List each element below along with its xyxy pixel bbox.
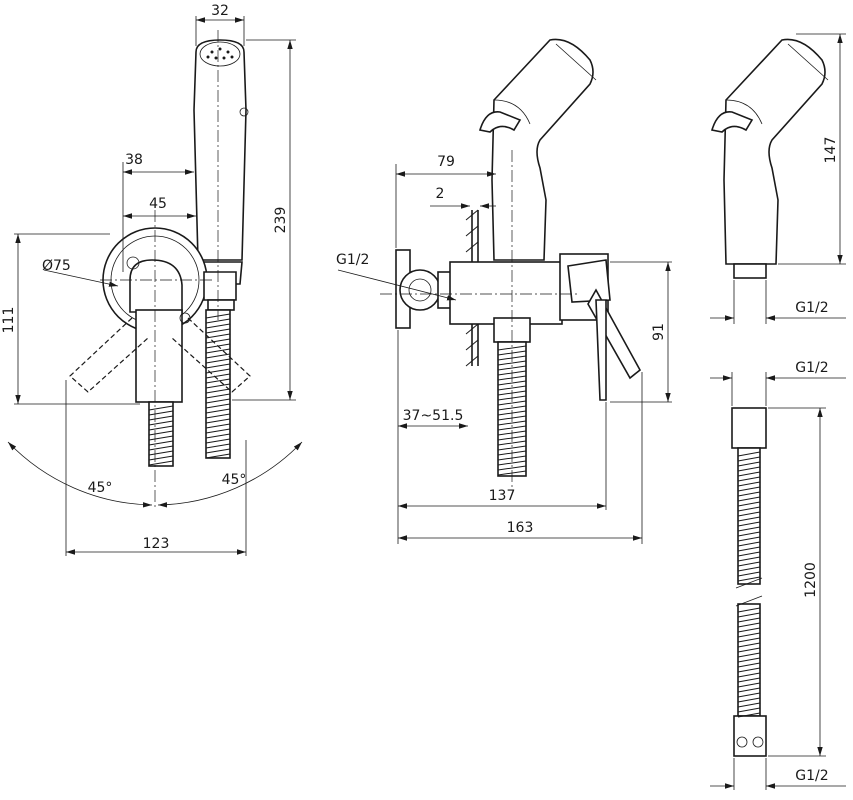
hose-view: G1/2 1200 G1/2 (710, 360, 846, 790)
dim-32: 32 (211, 3, 229, 19)
dim-angle-right: 45° (222, 472, 247, 488)
dim-163: 163 (507, 520, 534, 536)
shower-holder (203, 271, 237, 311)
dim-123: 123 (143, 536, 170, 552)
dim-thread-g12: G1/2 (336, 252, 369, 268)
side-hand-shower (478, 38, 597, 261)
dim-147: 147 (823, 137, 839, 164)
side-view: 79 2 G1/2 91 37~51.5 137 163 (336, 38, 672, 544)
dim-1200: 1200 (803, 562, 819, 598)
dim-angle-left: 45° (88, 480, 113, 496)
head-dimensions: 147 G1/2 (710, 33, 846, 324)
front-hoses (148, 309, 231, 467)
dim-2: 2 (436, 186, 445, 202)
front-view: 32 38 45 Ø75 111 239 45° 45° 123 (1, 3, 303, 556)
dim-37-51-5: 37~51.5 (403, 408, 464, 424)
dim-91: 91 (651, 323, 667, 341)
dim-head-thread: G1/2 (795, 300, 828, 316)
dim-45: 45 (149, 196, 167, 212)
dim-38: 38 (125, 152, 143, 168)
side-dimensions: 79 2 G1/2 91 37~51.5 137 163 (336, 154, 672, 544)
hose-dimensions: G1/2 1200 G1/2 (710, 360, 846, 790)
hand-shower-head (193, 39, 249, 285)
dim-137: 137 (489, 488, 516, 504)
dim-hose-thread-bottom: G1/2 (795, 768, 828, 784)
front-dimensions: 32 38 45 Ø75 111 239 45° 45° 123 (1, 3, 303, 556)
dim-239: 239 (273, 207, 289, 234)
dim-111: 111 (1, 307, 17, 334)
dim-diameter-75: Ø75 (42, 258, 71, 274)
rotation-positions (69, 317, 251, 393)
wall-bracket (395, 249, 455, 329)
head-view: 147 G1/2 (710, 33, 846, 324)
dim-79: 79 (437, 154, 455, 170)
dim-hose-thread-top: G1/2 (795, 360, 828, 376)
